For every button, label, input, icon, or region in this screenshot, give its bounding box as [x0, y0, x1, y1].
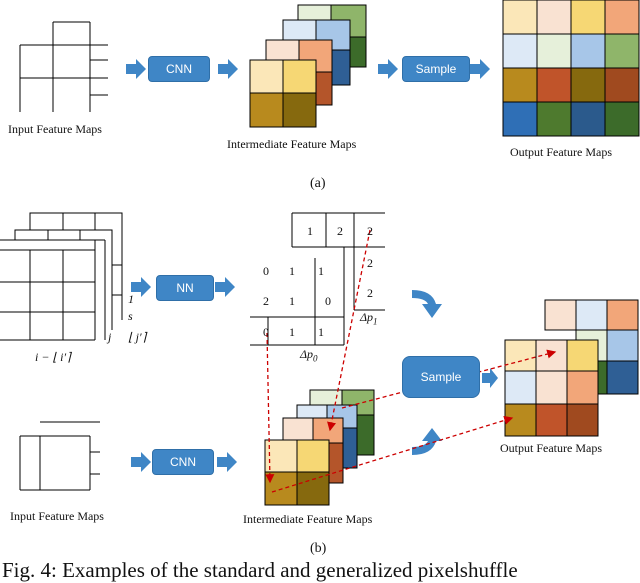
index-i: i − ⌊ i′⌉	[35, 350, 71, 364]
input-label-a: Input Feature Maps	[8, 122, 102, 136]
arrow-b3	[482, 368, 498, 388]
p0-cell: 0	[263, 264, 269, 278]
output-label-b: Output Feature Maps	[500, 441, 602, 455]
arrow-b4	[131, 452, 151, 472]
input-label-b: Input Feature Maps	[10, 509, 104, 523]
nn-module: NN	[156, 275, 214, 301]
intermediate-stack-a	[249, 4, 367, 128]
delta-p1-label: Δp1	[360, 310, 378, 327]
p0-cell: 1	[318, 325, 324, 339]
dashed-sampling-arrows	[265, 229, 557, 493]
index-jprime: ⌊ j′⌉	[128, 330, 147, 344]
curved-arrow-up	[412, 428, 442, 455]
p1-cell: 2	[367, 256, 373, 270]
scale-den: s	[128, 309, 133, 323]
sample-module-a: Sample	[402, 56, 470, 82]
p0-cell: 1	[289, 325, 295, 339]
cnn-module-b: CNN	[152, 449, 214, 475]
offset-table-p1	[291, 212, 385, 311]
arrow-b2	[215, 277, 235, 297]
p0-cell: 2	[263, 294, 269, 308]
intermediate-label-a: Intermediate Feature Maps	[227, 137, 357, 151]
offset-table-p0	[250, 247, 345, 346]
delta-p0-label: Δp0	[300, 347, 318, 364]
panel-b-label: (b)	[310, 541, 327, 556]
cnn-module-a: CNN	[148, 56, 210, 82]
panel-a-label: (a)	[310, 176, 326, 191]
p0-cell: 0	[325, 294, 331, 308]
p0-cell: 1	[289, 264, 295, 278]
index-j: j	[108, 330, 112, 344]
arrow-a4	[470, 59, 490, 79]
output-grid-a	[502, 0, 640, 137]
figure-caption: Fig. 4: Examples of the standard and gen…	[2, 558, 518, 582]
arrow-b1	[131, 277, 151, 297]
p0-cell: 1	[289, 294, 295, 308]
p0-cell: 0	[263, 325, 269, 339]
sample-module-b: Sample	[402, 356, 480, 398]
output-grid-b-front	[504, 339, 599, 437]
intermediate-label-b: Intermediate Feature Maps	[243, 512, 373, 526]
p1-cell: 2	[367, 286, 373, 300]
arrow-a1	[126, 59, 146, 79]
scale-num: 1	[128, 292, 134, 306]
p1-cell: 2	[337, 224, 343, 238]
output-label-a: Output Feature Maps	[510, 145, 612, 159]
input-feature-stack-b	[0, 212, 123, 341]
curved-arrow-down	[412, 290, 442, 318]
p1-cell: 1	[307, 224, 313, 238]
input-feature-map-b	[19, 421, 100, 491]
p1-cell: 2	[367, 224, 373, 238]
input-feature-map-a	[19, 21, 108, 112]
intermediate-stack-b	[264, 389, 375, 506]
arrow-a3	[378, 59, 398, 79]
arrow-b5	[217, 452, 237, 472]
arrow-a2	[218, 59, 238, 79]
p0-cell: 1	[318, 264, 324, 278]
